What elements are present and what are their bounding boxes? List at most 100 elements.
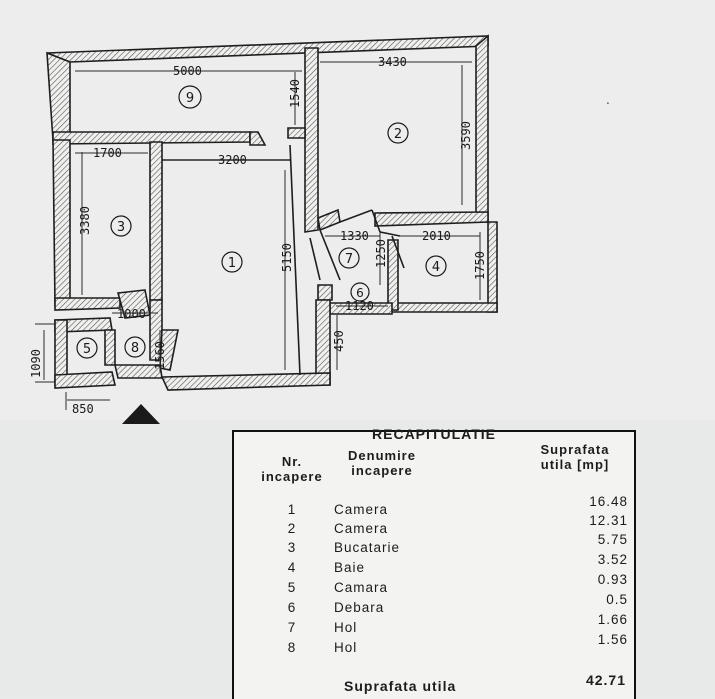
row-area: 1.66 [597,612,628,627]
row-name: Camera [334,521,389,536]
wall-right-4 [487,221,498,313]
header-nr-line1: Nr. [281,454,303,469]
dim-1560: 1560 [153,341,167,370]
dim-2010: 2010 [422,229,451,243]
wall-8-right2 [159,329,179,371]
dim-3590: 3590 [459,121,473,150]
wall-4-bottom [389,302,498,313]
wall-right-2 [475,34,489,223]
wall-left-3 [52,139,71,307]
recap-table: RECAPITULATIE Nr. incapere Denumire inca… [232,426,636,699]
row-nr: 7 [287,620,297,635]
room-marker-9: 9 [178,85,202,109]
row-nr: 3 [287,540,297,555]
dim-5150: 5150 [280,243,294,272]
svg-text:6: 6 [356,286,364,300]
wall-1-bottom [160,372,331,391]
svg-text:9: 9 [186,91,194,106]
row-area: 0.93 [597,572,628,587]
room-marker-4: 4 [425,255,447,277]
room-marker-2: 2 [387,122,409,144]
row-name: Hol [334,620,358,635]
wall-6-left [317,284,333,301]
table-row: 4 Baie 3.52 [234,552,634,579]
svg-text:5: 5 [83,342,91,357]
total-label: Suprafata utila [344,678,457,694]
header-area-line1: Suprafata [540,442,610,457]
row-area: 0.5 [606,592,628,607]
row-name: Camara [334,580,389,595]
svg-text:3: 3 [117,220,125,235]
total-value: 42.71 [585,672,626,688]
row-nr: 2 [287,521,297,536]
room-marker-8: 8 [124,336,146,358]
room-marker-7: 7 [338,247,360,269]
table-row: 7 Hol 1.66 [234,612,634,639]
row-nr: 5 [287,580,297,595]
dim-3430: 3430 [378,55,407,69]
row-area: 1.56 [597,632,628,647]
total-row: Suprafata utila 42.71 [234,672,634,698]
dim-5000: 5000 [173,64,202,78]
table-row: 8 Hol 1.56 [234,632,634,659]
wall-9-bottom-right [249,131,267,146]
svg-text:2: 2 [394,127,402,142]
svg-text:8: 8 [131,341,139,356]
header-name-line2: incapere [351,463,413,478]
row-name: Baie [334,560,366,575]
dim-1330: 1330 [340,229,369,243]
row-area: 12.31 [589,513,628,528]
dim-450: 450 [332,330,346,352]
row-name: Bucatarie [334,540,401,555]
wall-3-1 [149,141,163,301]
row-nr: 4 [287,560,297,575]
row-nr: 6 [287,600,297,615]
table-row: 1 Camera 16.48 [234,494,634,521]
table-row: 5 Camara 0.93 [234,572,634,599]
row-nr: 1 [287,502,297,517]
room-markers: 1 2 3 4 5 6 7 8 [76,85,447,359]
svg-text:7: 7 [345,252,353,267]
wall-3-bottom [54,297,121,311]
wall-7-4 [387,239,399,311]
dim-1750: 1750 [473,251,487,280]
entrance-arrow-icon [122,404,160,424]
row-area: 5.75 [597,532,628,547]
header-nr: Nr. incapere [252,454,332,484]
table-row: 2 Camera 12.31 [234,513,634,540]
room-marker-1: 1 [221,251,243,273]
recap-title: RECAPITULATIE [372,426,496,442]
header-nr-line2: incapere [261,469,323,484]
dimension-lines [35,61,481,410]
row-name: Debara [334,600,385,615]
dim-850: 850 [72,402,94,416]
row-area: 16.48 [589,494,628,509]
svg-text:1: 1 [228,256,236,271]
dim-1090: 1090 [29,349,43,378]
dim-1540: 1540 [288,79,302,108]
header-area-line2: utila [mp] [540,457,610,472]
wall-5-8 [104,329,116,366]
walls [46,34,498,391]
header-name: Denumire incapere [332,448,432,478]
wall-8-bottom [113,364,163,379]
wall-9-2 [304,47,319,233]
row-nr: 8 [287,640,297,655]
dim-1120: 1120 [345,299,374,313]
room-marker-3: 3 [110,215,132,237]
table-row: 3 Bucatarie 5.75 [234,532,634,559]
table-row: 6 Debara 0.5 [234,592,634,619]
dim-3380: 3380 [78,206,92,235]
row-name: Camera [334,502,389,517]
wall-9-1 [287,127,306,139]
room-marker-6: 6 [350,282,370,302]
row-area: 3.52 [597,552,628,567]
speck-mark: . [606,93,610,107]
wall-5-bottom [54,371,116,389]
row-name: Hol [334,640,358,655]
room-marker-5: 5 [76,337,98,359]
header-area: Suprafata utila [mp] [520,442,630,472]
dim-3200: 3200 [218,153,247,167]
svg-text:4: 4 [432,260,440,275]
